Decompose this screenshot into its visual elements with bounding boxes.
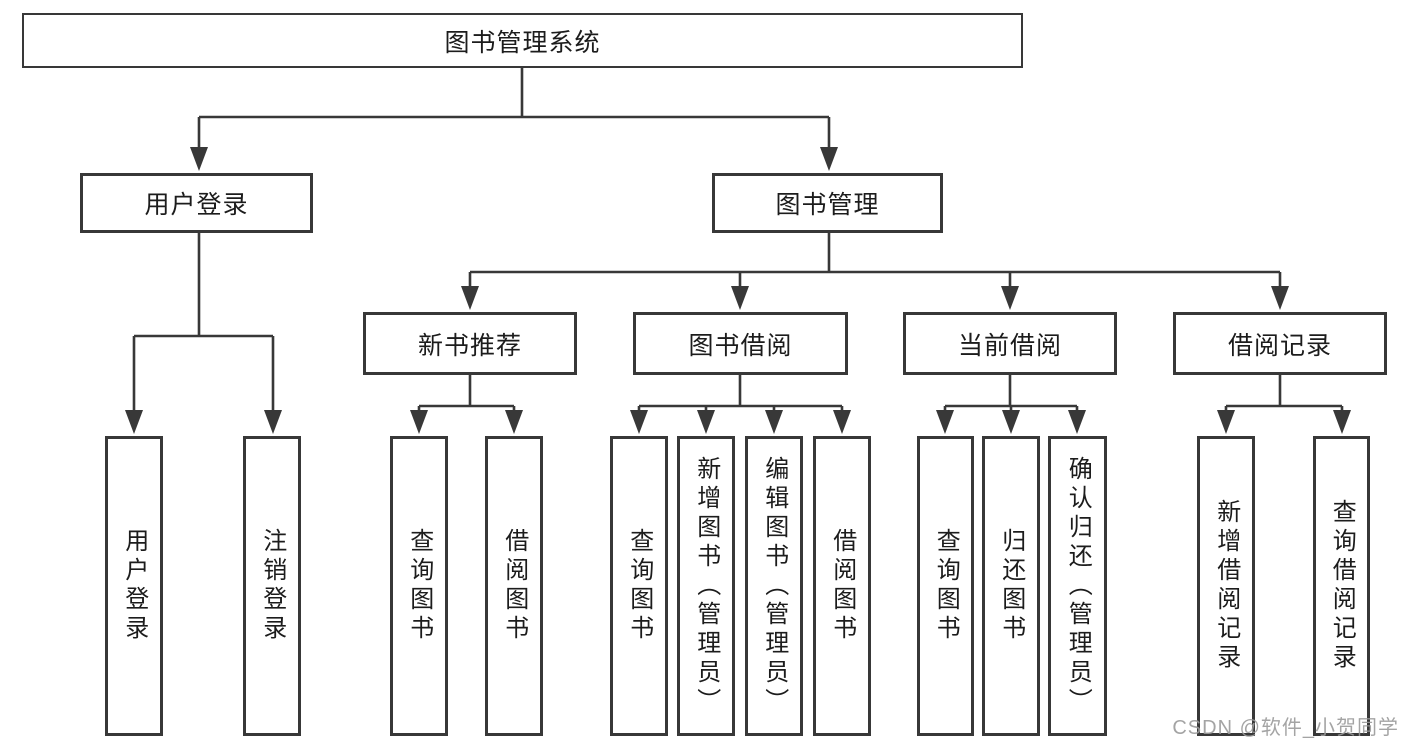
leaf-return-books: 归还图书 <box>982 436 1040 736</box>
leaf-query-books-current: 查询图书 <box>917 436 974 736</box>
arrowhead <box>820 147 838 171</box>
leaf-edit-books-admin: 编辑图书（管理员） <box>745 436 803 736</box>
arrowhead <box>765 410 783 434</box>
leaf-label: 查询图书 <box>932 528 960 644</box>
leaf-label: 新增图书（管理员） <box>692 455 720 717</box>
node-current-borrowing: 当前借阅 <box>903 312 1117 375</box>
leaf-label: 注销登录 <box>258 528 286 644</box>
arrowhead <box>125 410 143 434</box>
edge-login-group <box>132 233 275 416</box>
leaf-label: 查询图书 <box>625 528 653 644</box>
leaf-logout-login: 注销登录 <box>243 436 301 736</box>
leaf-label: 借阅图书 <box>500 528 528 644</box>
leaf-label: 借阅图书 <box>828 528 856 644</box>
leaf-borrow-books-recommend: 借阅图书 <box>485 436 543 736</box>
node-user-login: 用户登录 <box>80 173 313 233</box>
arrowhead <box>936 410 954 434</box>
edge-record-group <box>1224 375 1344 416</box>
leaf-user-login: 用户登录 <box>105 436 163 736</box>
edge-current-group <box>943 375 1079 416</box>
edge-borrow-group <box>637 375 844 416</box>
edge-recommend-group <box>417 375 516 416</box>
edge-mgmt-to-level3 <box>468 233 1282 292</box>
leaf-label: 确认归还（管理员） <box>1064 455 1092 717</box>
node-new-book-recommend: 新书推荐 <box>363 312 577 375</box>
leaf-label: 新增借阅记录 <box>1212 499 1240 673</box>
leaf-label: 归还图书 <box>997 528 1025 644</box>
leaf-label: 查询借阅记录 <box>1328 499 1356 673</box>
arrowhead <box>1271 286 1289 310</box>
arrowhead <box>697 410 715 434</box>
leaf-add-borrow-record: 新增借阅记录 <box>1197 436 1255 736</box>
node-book-borrowing: 图书借阅 <box>633 312 848 375</box>
leaf-add-books-admin: 新增图书（管理员） <box>677 436 735 736</box>
arrowhead <box>190 147 208 171</box>
node-root-library-system: 图书管理系统 <box>22 13 1023 68</box>
arrowhead <box>630 410 648 434</box>
arrowhead <box>461 286 479 310</box>
arrowhead <box>833 410 851 434</box>
arrowhead <box>731 286 749 310</box>
arrowhead <box>264 410 282 434</box>
arrowhead <box>1333 410 1351 434</box>
leaf-confirm-return-admin: 确认归还（管理员） <box>1048 436 1107 736</box>
arrowhead <box>410 410 428 434</box>
arrowhead <box>505 410 523 434</box>
arrowhead <box>1001 286 1019 310</box>
leaf-label: 编辑图书（管理员） <box>760 455 788 717</box>
arrowhead <box>1002 410 1020 434</box>
csdn-watermark: CSDN @软件_小贺同学 <box>1172 717 1399 739</box>
arrowhead <box>1068 410 1086 434</box>
leaf-query-borrow-record: 查询借阅记录 <box>1313 436 1370 736</box>
leaf-query-books-recommend: 查询图书 <box>390 436 448 736</box>
node-borrow-records: 借阅记录 <box>1173 312 1387 375</box>
leaf-query-books-borrow: 查询图书 <box>610 436 668 736</box>
node-book-management: 图书管理 <box>712 173 943 233</box>
edge-root-to-level2 <box>197 68 831 153</box>
leaf-label: 用户登录 <box>120 528 148 644</box>
arrowhead <box>1217 410 1235 434</box>
leaf-borrow-books: 借阅图书 <box>813 436 871 736</box>
leaf-label: 查询图书 <box>405 528 433 644</box>
